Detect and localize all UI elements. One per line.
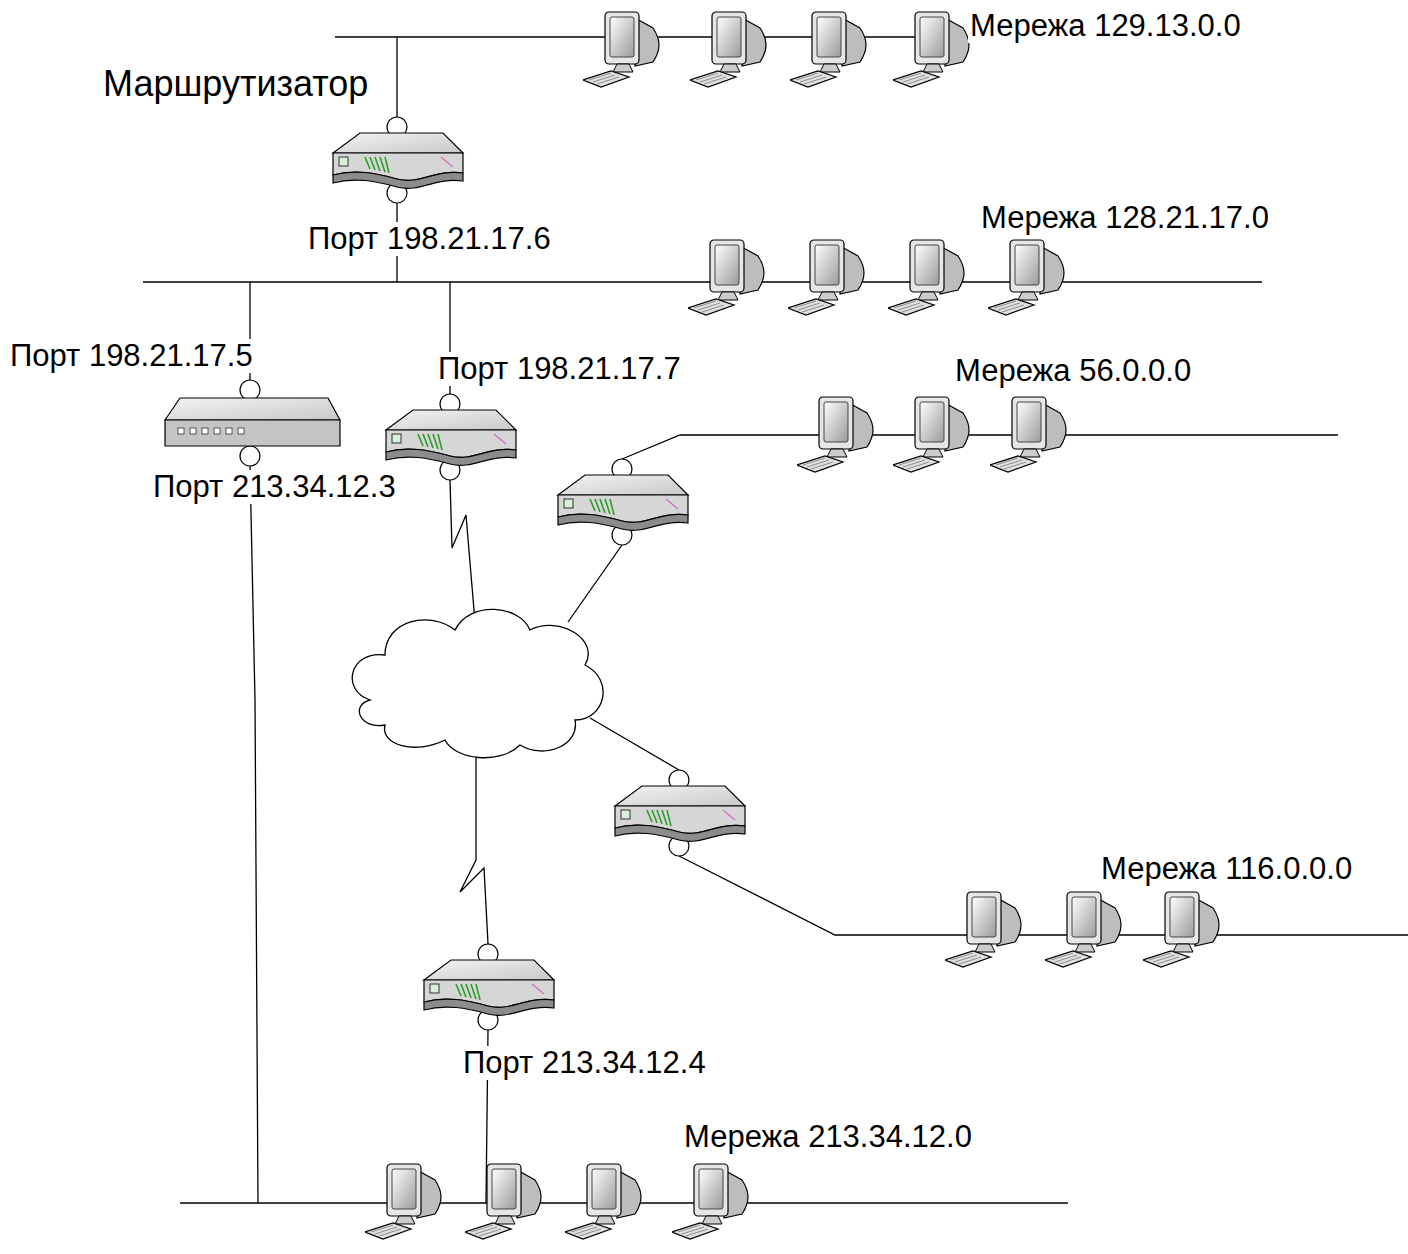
computer (790, 12, 866, 87)
serial-link (450, 480, 475, 622)
computer (1045, 892, 1121, 967)
network-label: Мережа 56.0.0.0 (953, 354, 1193, 388)
computer (672, 1164, 748, 1239)
computer (788, 240, 864, 315)
network-label: Мережа 129.13.0.0 (968, 9, 1243, 43)
network-label: Мережа 213.34.12.0 (682, 1120, 974, 1154)
port-label: Порт 198.21.17.7 (436, 352, 683, 386)
link (568, 545, 622, 622)
computer (988, 240, 1064, 315)
computer (797, 397, 873, 472)
computer (583, 12, 659, 87)
port-label: Порт 198.21.17.6 (306, 222, 553, 256)
hub (165, 380, 340, 466)
link (250, 466, 258, 1203)
device-label: Маршрутизатор (101, 64, 370, 104)
router (558, 459, 688, 545)
router (424, 944, 554, 1030)
router (615, 770, 745, 856)
link (396, 37, 397, 117)
serial-link (460, 755, 488, 944)
port-label: Порт 213.34.12.4 (461, 1046, 708, 1080)
computer (565, 1164, 641, 1239)
network-label: Мережа 128.21.17.0 (979, 201, 1271, 235)
link (590, 718, 679, 770)
network-label: Мережа 116.0.0.0 (1099, 852, 1354, 886)
computer (945, 892, 1021, 967)
link (622, 435, 1338, 459)
computer (465, 1164, 541, 1239)
computer (365, 1164, 441, 1239)
computers (365, 12, 1219, 1239)
computer (893, 397, 969, 472)
computer (893, 12, 969, 87)
port-label: Порт 213.34.12.3 (151, 470, 398, 504)
port-label: Порт 198.21.17.5 (8, 339, 255, 373)
router (333, 117, 463, 203)
computer (690, 12, 766, 87)
computer (688, 240, 764, 315)
cloud (352, 609, 603, 757)
router (386, 394, 516, 480)
bus-128 (143, 281, 1262, 282)
computer (990, 397, 1066, 472)
computer (1143, 892, 1219, 967)
computer (888, 240, 964, 315)
